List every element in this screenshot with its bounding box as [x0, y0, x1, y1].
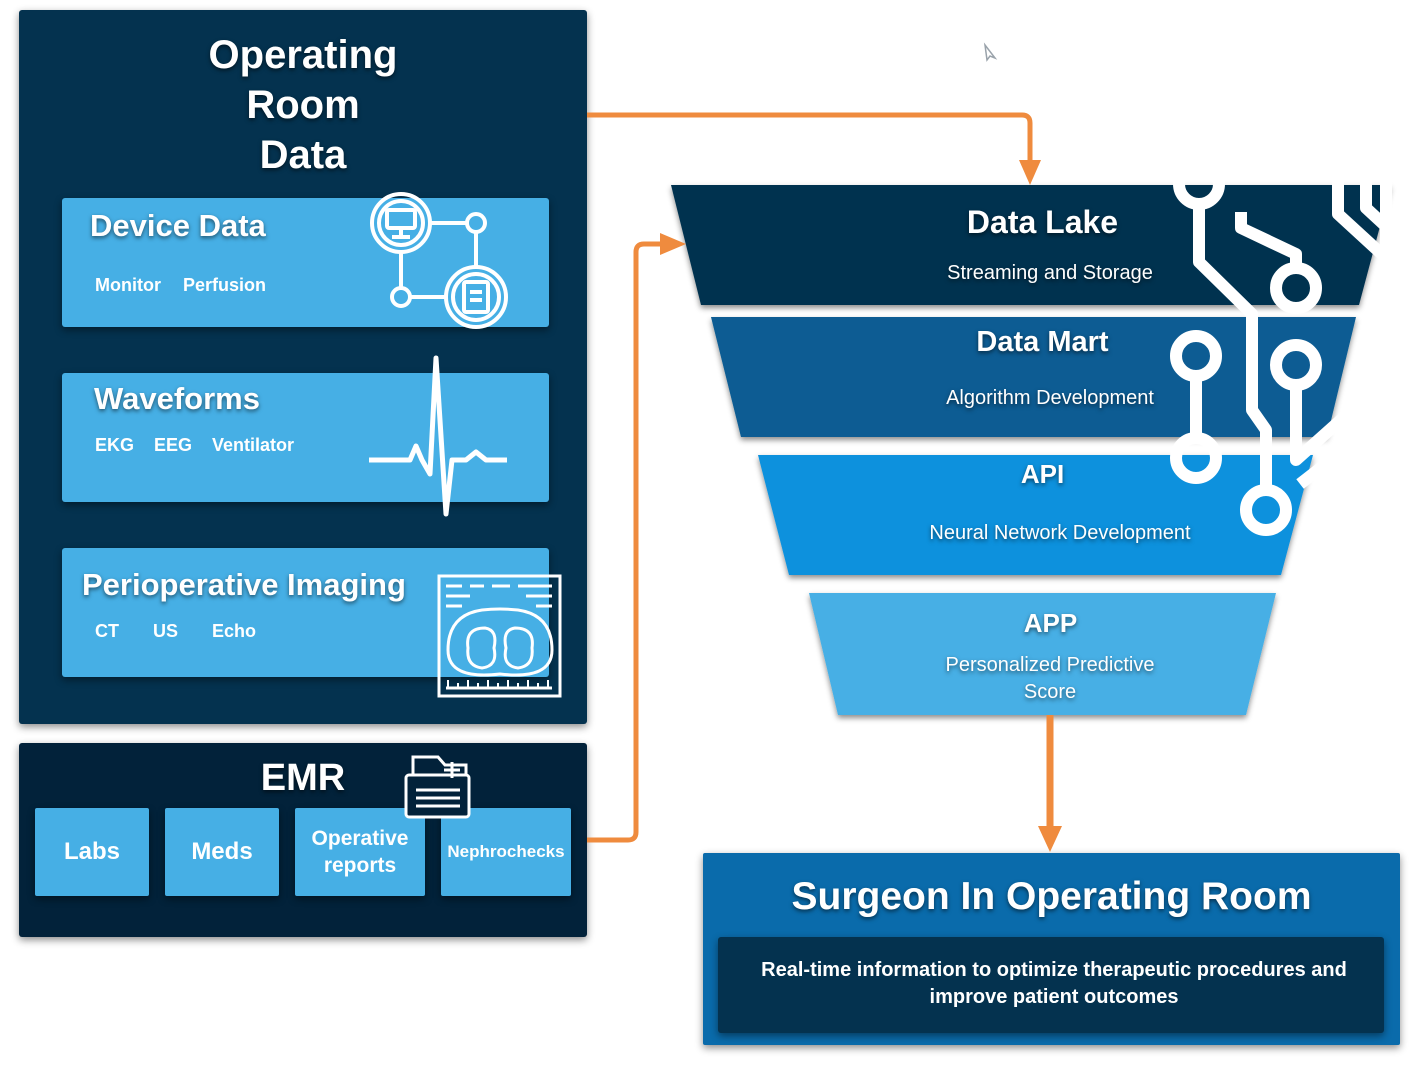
- api-title: API: [1020, 459, 1065, 489]
- emr-item-meds: Meds: [165, 808, 279, 896]
- surgeon-description-box: [718, 937, 1384, 1033]
- app-title: APP: [1023, 608, 1078, 638]
- api-subtitle: Neural Network Development: [929, 522, 1191, 544]
- emr-item-labs: Labs: [35, 808, 149, 896]
- emr-item-operative-reports: Operative reports: [295, 808, 425, 896]
- tag-perfusion: Perfusion: [183, 275, 267, 295]
- tag-ct: CT: [95, 621, 119, 641]
- app-subtitle: Personalized Predictive Score: [945, 654, 1155, 703]
- surgeon-title: Surgeon In Operating Room: [791, 875, 1312, 918]
- imaging-title: Perioperative Imaging: [82, 567, 406, 602]
- tag-us: US: [153, 621, 179, 641]
- funnel-layer-app: [809, 593, 1276, 715]
- tag-monitor: Monitor: [95, 275, 161, 295]
- tag-ventilator: Ventilator: [212, 435, 295, 455]
- data-lake-subtitle: Streaming and Storage: [947, 262, 1153, 284]
- device-data-title: Device Data: [90, 208, 266, 243]
- data-mart-subtitle: Algorithm Development: [946, 387, 1154, 409]
- funnel-layer-api: [758, 455, 1313, 575]
- waveforms-title: Waveforms: [94, 381, 260, 416]
- data-mart-title: Data Mart: [976, 326, 1109, 358]
- operating-room-title: Operating Room Data: [208, 33, 398, 177]
- tag-echo: Echo: [212, 621, 257, 641]
- emr-title: EMR: [260, 757, 346, 799]
- emr-item-nephrochecks: Nephrochecks: [441, 808, 571, 896]
- tag-ekg: EKG: [95, 435, 135, 455]
- data-lake-title: Data Lake: [966, 204, 1119, 240]
- tag-eeg: EEG: [154, 435, 193, 455]
- funnel-layer-data-lake: [671, 185, 1391, 305]
- surgeon-description: Real-time information to optimize therap…: [761, 959, 1347, 1008]
